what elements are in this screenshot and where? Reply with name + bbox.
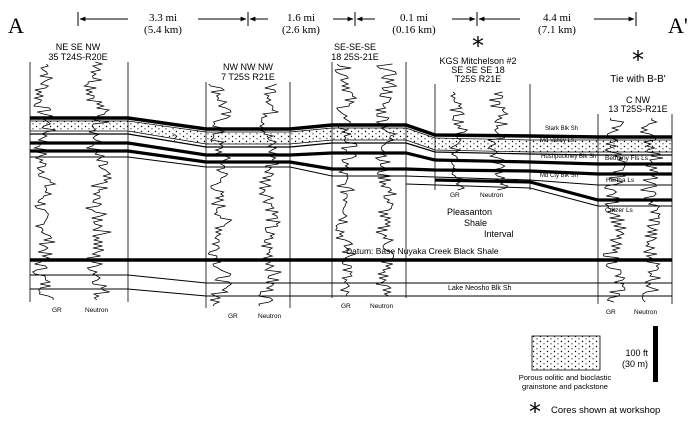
distance-bar [77,12,637,26]
distance-2-km: (2.6 km) [282,24,320,36]
well-1-section: 35 T24S-R20E [48,52,107,62]
unit-label-bethany: Bethany Fls Ls [605,155,649,162]
well-4-location: SE SE SE 18 [451,65,505,75]
well-3-location: SE-SE-SE [334,42,376,52]
log-curve [449,91,469,191]
log-curve [257,83,282,307]
distance-4-km: (7.1 km) [538,24,576,36]
scale-bar-ft-label: 100 ft [625,348,648,358]
distance-1-km: (5.4 km) [144,24,182,36]
well-4-neutron-label: Neutron [480,192,504,199]
well-1-location: NE SE NW [56,42,101,52]
well-2-section: 7 T25S R21E [221,72,275,82]
log-curve [31,63,57,301]
unit-label-hushpuckney: Hushpuckney Blk Sh [541,154,596,160]
legend-label-line-1: Porous oolitic and bioclastic [519,373,612,382]
well-5-core-star-icon: * [632,46,644,74]
well-2-neutron-label: Neutron [258,313,282,320]
distance-3-km: (0.16 km) [392,24,436,36]
well-4-section: T25S R21E [455,74,502,84]
scale-bar [653,326,658,382]
cores-note-label: Cores shown at workshop [551,405,660,416]
distance-4-mi: 4.4 mi [543,12,571,24]
unit-label-mound-city: Md Cty Blk Sh [540,173,578,179]
log-curve [334,63,358,297]
log-curve [207,83,233,307]
well-2-location: NW NW NW [223,62,273,72]
unit-label-mound-valley: Md Valley Ls [540,138,574,144]
unit-label-critzer: Critzer Ls [605,207,634,214]
well-2-gr-label: GR [228,313,238,320]
well-log-curves [31,61,664,307]
cores-note-star-icon: * [529,398,541,422]
distance-1-mi: 3.3 mi [149,12,177,24]
unit-label-stark: Stark Blk Sh [545,126,578,132]
interval-label-line-2: Shale [464,218,487,228]
well-1-gr-label: GR [52,307,62,314]
unit-label-hertha: Hertha Ls [606,177,635,184]
endpoint-a-label: A [8,13,24,38]
legend-porous-swatch [531,335,601,371]
log-curve [83,61,112,301]
log-curve [487,91,509,191]
well-5-tie-label: Tie with B-B' [610,74,666,85]
datum-label: Datum: Base Nuyaka Creek Black Shale [346,246,499,256]
correlation-question-mark: ? [172,133,177,143]
lake-neosho-label: Lake Neosho Blk Sh [448,285,512,292]
distance-2-mi: 1.6 mi [287,12,315,24]
distance-3-mi: 0.1 mi [400,12,428,24]
log-curve [374,63,398,297]
well-1-neutron-label: Neutron [85,307,109,314]
endpoint-a-prime-label: A' [668,13,688,38]
log-curve [603,118,627,303]
interval-label-line-3: Interval [484,229,514,239]
well-3-neutron-label: Neutron [370,303,394,310]
well-4-gr-label: GR [450,192,460,199]
log-curve [640,117,664,303]
well-5-neutron-label: Neutron [634,309,658,316]
well-3-section: 18 25S-21E [331,52,379,62]
well-3-gr-label: GR [341,303,351,310]
legend-label-line-2: grainstone and packstone [522,382,608,391]
well-4-core-star-icon: * [472,32,484,60]
well-5-section: 13 T25S-R21E [608,104,667,114]
well-5-gr-label: GR [606,309,616,316]
well-4-name: KGS Mitchelson #2 [439,56,516,66]
correlation-bands [29,116,673,297]
interval-label-line-1: Pleasanton [447,207,492,217]
well-5-location: C NW [626,95,650,105]
scale-bar-m-label: (30 m) [622,359,648,369]
